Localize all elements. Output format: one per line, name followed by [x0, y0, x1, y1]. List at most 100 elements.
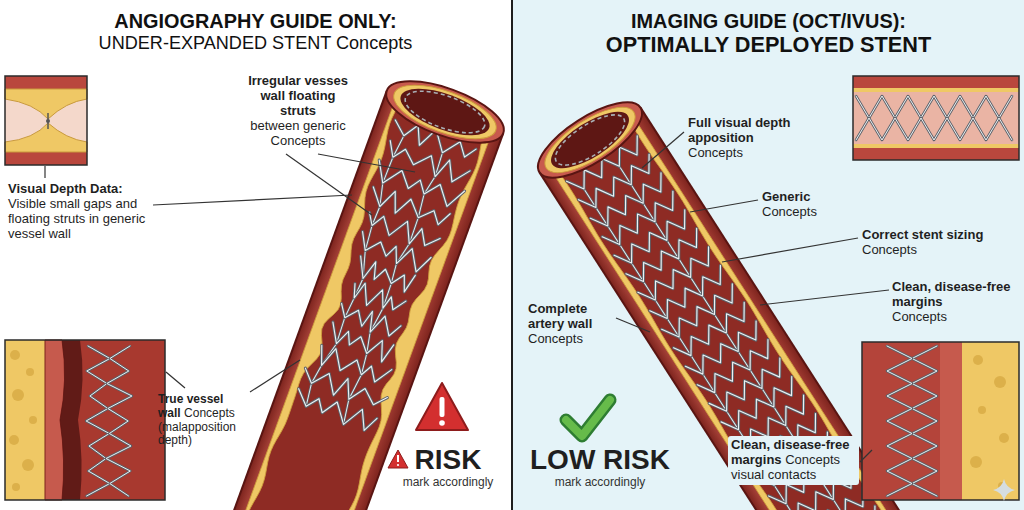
- inset-view: [862, 342, 1019, 500]
- stent: [567, 136, 884, 510]
- vessel-wall: [209, 91, 503, 510]
- stent-strut: [384, 139, 471, 187]
- stent-strut: [356, 251, 372, 279]
- inset-view: [46, 119, 50, 123]
- stent-strut: [106, 346, 132, 496]
- inset-view: [5, 76, 87, 89]
- vessel-opening: [536, 95, 645, 184]
- leader-line: [44, 166, 45, 178]
- inset-view: [862, 342, 940, 500]
- stent-strut: [292, 386, 378, 434]
- inset-view: [5, 76, 87, 165]
- stent-strut: [856, 96, 1012, 140]
- stent-strut: [780, 469, 859, 510]
- leader-line: [760, 290, 889, 305]
- panel-heading: IMAGING GUIDE (OCT/IVUS):: [513, 10, 1024, 33]
- vessel-lumen: [549, 114, 912, 510]
- leader-line: [722, 238, 858, 262]
- warning-icon: [416, 383, 468, 430]
- stent-strut: [804, 506, 883, 510]
- inset-view: [999, 433, 1009, 443]
- callout: GenericConcepts: [762, 190, 842, 220]
- inset-view: [10, 350, 20, 360]
- callout: Complete artery wallConcepts: [528, 302, 614, 347]
- check-icon: [566, 400, 610, 436]
- leader-line: [642, 132, 684, 168]
- stent-strut: [326, 322, 394, 364]
- inset-view: [970, 456, 982, 468]
- stent-strut: [315, 344, 392, 389]
- leader-line: [860, 450, 872, 462]
- callout-text: Complete artery wall: [528, 302, 614, 332]
- stent-strut: [833, 500, 845, 510]
- inset-view: [5, 76, 87, 165]
- warning-icon: [388, 383, 468, 468]
- check-icon: [566, 400, 610, 436]
- callout: Visual Depth Data:Visible small gaps and…: [8, 182, 148, 242]
- leader-line: [166, 372, 185, 388]
- risk-label: RISK: [398, 444, 498, 476]
- stent-strut: [86, 346, 110, 496]
- callout-text: Generic: [762, 190, 842, 205]
- panel-divider: [511, 0, 513, 510]
- stent: [290, 115, 481, 436]
- artery-illustration: [209, 69, 511, 510]
- stent-strut: [887, 346, 937, 496]
- inset-view: [853, 148, 1019, 160]
- inset-view: [60, 340, 83, 500]
- callout: Full visual depth appositionConcepts: [688, 116, 808, 161]
- leader-line: [616, 318, 650, 332]
- stent-strut: [367, 184, 450, 231]
- stent-strut: [106, 346, 132, 496]
- callout-text: True vessel wall: [158, 392, 223, 420]
- stent-strut: [786, 504, 798, 510]
- callout: LOW RISKmark accordingly: [525, 444, 675, 490]
- inset-view: [853, 76, 1019, 160]
- vessel-lumen: [219, 95, 493, 510]
- callout-text: Full visual depth apposition: [688, 116, 808, 146]
- stent-strut: [372, 160, 464, 210]
- stent-strut: [326, 322, 394, 364]
- sparkle-mark: [993, 479, 1015, 501]
- stent-strut: [856, 96, 1012, 118]
- inset-view: [973, 355, 983, 365]
- leader-line: [250, 360, 300, 392]
- stent-strut: [292, 386, 378, 434]
- stent-strut: [354, 256, 416, 295]
- inset-view: [5, 76, 87, 165]
- warning-icon: [388, 450, 408, 468]
- vessel-opening: [395, 79, 496, 145]
- risk-label: mark accordingly: [398, 476, 498, 490]
- stent-strut: [804, 506, 883, 510]
- callout-text: Visible small gaps and floating struts i…: [8, 197, 148, 242]
- inset-view: [978, 406, 986, 414]
- stent-strut: [548, 106, 632, 175]
- callout-text: Clean, disease-free margins: [731, 437, 850, 467]
- callout: Irregular vesses wall floating strutsbet…: [242, 74, 354, 149]
- panel-heading: ANGIOGRAPHY GUIDE ONLY:: [0, 10, 511, 33]
- callout-text: Correct stent sizing: [862, 228, 1002, 243]
- callout-text: Concepts: [688, 146, 808, 161]
- callout-text: Concepts: [528, 332, 614, 347]
- panel: IMAGING GUIDE (OCT/IVUS):OPTIMALLY DEPLO…: [513, 0, 1024, 510]
- inset-view: [29, 416, 37, 424]
- inset-view: [853, 76, 1019, 160]
- stent-strut: [372, 160, 464, 210]
- inset-view: [5, 123, 87, 152]
- stent-strut: [86, 346, 110, 496]
- inset-view: [862, 342, 1019, 500]
- stent-strut: [400, 83, 490, 142]
- stent-strut: [856, 118, 1012, 140]
- callout: True vessel wallConcepts (malapposition …: [158, 393, 248, 448]
- warning-icon: [439, 420, 445, 426]
- warning-icon: [440, 397, 445, 417]
- inset-view: [5, 340, 165, 500]
- inset-view: [12, 483, 20, 491]
- vessel-outline: [540, 172, 821, 510]
- panel-ground: [513, 0, 1024, 510]
- vessel-opening: [379, 69, 511, 156]
- warning-icon: [397, 455, 399, 462]
- inset-view: [853, 88, 1019, 92]
